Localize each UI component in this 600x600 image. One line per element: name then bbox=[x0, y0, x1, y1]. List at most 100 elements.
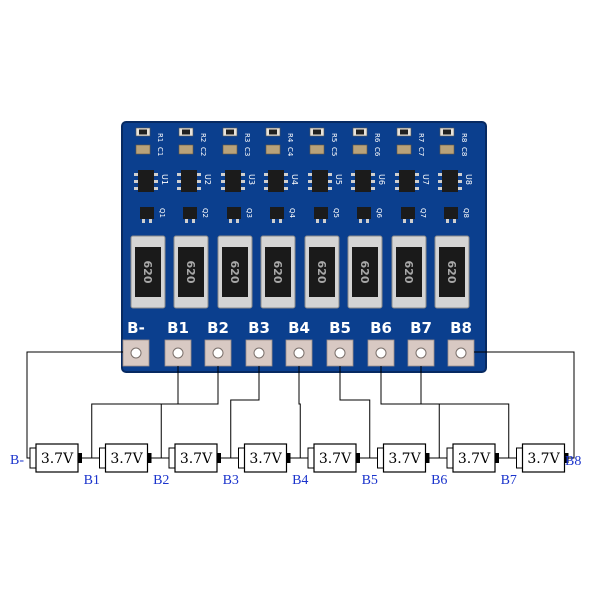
transistor bbox=[183, 207, 197, 219]
ic-pin bbox=[351, 187, 355, 190]
ic-pin bbox=[438, 187, 442, 190]
ic-ref-label: U4 bbox=[290, 174, 299, 185]
shunt-resistor-body bbox=[265, 247, 291, 297]
ic-pin bbox=[177, 187, 181, 190]
cell-body bbox=[174, 443, 218, 473]
diagram-terminal-label-B5: B5 bbox=[362, 473, 378, 488]
smd-capacitor bbox=[309, 144, 325, 155]
smd-capacitor bbox=[439, 144, 455, 155]
cell-body bbox=[104, 443, 149, 473]
resistor-ref-label: R3 bbox=[243, 133, 251, 142]
ic-pin bbox=[308, 173, 312, 176]
pad-hole bbox=[415, 347, 427, 359]
smd-capacitor bbox=[396, 144, 412, 155]
ic-pin bbox=[438, 180, 442, 183]
ic-pin bbox=[351, 180, 355, 183]
pcb-board: R1C1U1Q1620R2C2U2Q2620R3C3U3Q3620R4C4U4Q… bbox=[121, 121, 487, 373]
diagram-terminal-label-B-: B- bbox=[10, 453, 24, 468]
battery-cell-7: 3.7V bbox=[446, 443, 499, 473]
ic-pin bbox=[134, 180, 138, 183]
battery-cell-5: 3.7V bbox=[307, 443, 360, 473]
pad-hole bbox=[293, 347, 305, 359]
cell-negative-cap bbox=[168, 447, 176, 469]
cell-positive-terminal bbox=[286, 453, 291, 463]
ic-pin bbox=[458, 187, 462, 190]
ic-ref-label: U1 bbox=[160, 174, 169, 185]
ic-chip bbox=[442, 170, 458, 192]
ic-pin bbox=[264, 173, 268, 176]
cell-positive-terminal bbox=[495, 453, 499, 463]
shunt-resistor-marking: 620 bbox=[402, 261, 415, 284]
ic-pin bbox=[264, 180, 268, 183]
transistor-pin bbox=[185, 219, 188, 223]
ic-chip bbox=[225, 170, 241, 192]
transistor-ref-label: Q7 bbox=[419, 208, 427, 218]
wire-B8 bbox=[474, 351, 575, 459]
cell-negative-cap bbox=[516, 447, 523, 469]
ic-pin bbox=[415, 187, 419, 190]
ic-chip bbox=[268, 170, 284, 192]
ic-ref-label: U7 bbox=[421, 174, 430, 185]
cell-body bbox=[452, 443, 496, 473]
ic-pin bbox=[395, 180, 399, 183]
resistor-ref-label: R6 bbox=[373, 133, 381, 143]
cell-negative-cap bbox=[446, 447, 454, 469]
cell-positive-terminal bbox=[147, 453, 152, 463]
board-terminal-label-B3: B3 bbox=[248, 319, 270, 337]
pad-hole bbox=[455, 347, 467, 359]
wire-B3 bbox=[230, 366, 260, 458]
battery-cell-3: 3.7V bbox=[168, 443, 221, 473]
transistor bbox=[357, 207, 371, 219]
transistor-pin bbox=[142, 219, 145, 223]
wire-B- bbox=[26, 351, 123, 459]
ic-pin bbox=[241, 187, 245, 190]
ic-ref-label: U3 bbox=[247, 174, 256, 185]
board-terminal-label-B2: B2 bbox=[207, 319, 229, 337]
transistor-ref-label: Q3 bbox=[245, 208, 253, 218]
shunt-resistor-body bbox=[439, 247, 465, 297]
transistor-ref-label: Q2 bbox=[201, 208, 209, 218]
board-terminal-label-B5: B5 bbox=[329, 319, 351, 337]
shunt-resistor-body bbox=[396, 247, 422, 297]
resistor-ref-label: R2 bbox=[199, 133, 207, 142]
wire-B1 bbox=[91, 366, 179, 458]
smd-resistor-body bbox=[226, 129, 234, 135]
board-terminal-label-B8: B8 bbox=[450, 319, 472, 337]
cell-positive-terminal bbox=[425, 453, 430, 463]
smd-capacitor bbox=[352, 144, 368, 155]
cell-body bbox=[35, 443, 79, 473]
battery-cell-6: 3.7V bbox=[377, 443, 430, 473]
transistor bbox=[401, 207, 415, 219]
wire-B6 bbox=[380, 366, 440, 458]
diagram-terminal-label-B8: B8 bbox=[565, 454, 581, 469]
transistor-pin bbox=[272, 219, 275, 223]
ic-pin bbox=[308, 180, 312, 183]
cell-voltage-label: 3.7V bbox=[458, 451, 491, 467]
cell-body bbox=[521, 443, 566, 473]
resistor-ref-label: R8 bbox=[460, 133, 468, 142]
board-terminal-label-B-: B- bbox=[127, 319, 145, 337]
pad-hole bbox=[334, 347, 346, 359]
ic-chip bbox=[355, 170, 371, 192]
transistor-pin bbox=[446, 219, 449, 223]
shunt-resistor-body bbox=[352, 247, 378, 297]
ic-pin bbox=[197, 187, 201, 190]
transistor-ref-label: Q8 bbox=[462, 208, 470, 218]
smd-capacitor bbox=[265, 144, 281, 155]
ic-pin bbox=[458, 173, 462, 176]
battery-cell-2: 3.7V bbox=[99, 443, 152, 473]
transistor-pin bbox=[403, 219, 406, 223]
smd-capacitor bbox=[135, 144, 151, 155]
ic-pin bbox=[438, 173, 442, 176]
ic-chip bbox=[181, 170, 197, 192]
smd-capacitor bbox=[178, 144, 194, 155]
transistor bbox=[314, 207, 328, 219]
transistor-ref-label: Q6 bbox=[375, 208, 383, 219]
shunt-resistor-marking: 620 bbox=[228, 261, 241, 284]
resistor-ref-label: R4 bbox=[286, 133, 294, 143]
capacitor-ref-label: C2 bbox=[199, 147, 207, 156]
cell-body bbox=[243, 443, 288, 473]
